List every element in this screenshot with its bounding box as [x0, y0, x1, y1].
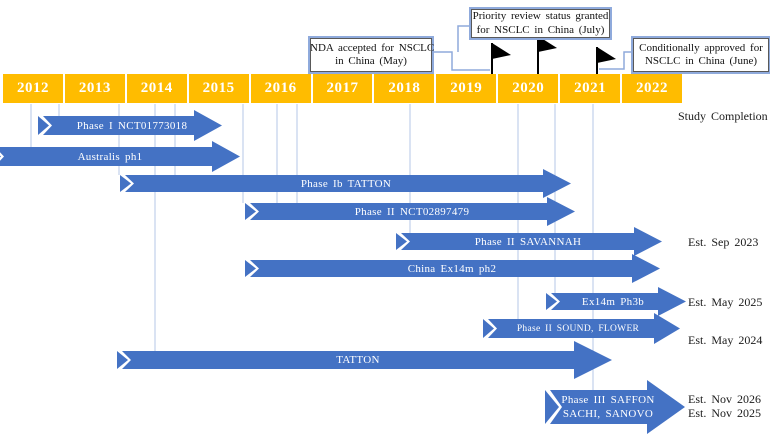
completion-phase3-line2: Est. Nov 2025 — [688, 406, 761, 420]
year-tick: 2013 — [64, 74, 125, 103]
bar-label-tatton: TATTON — [336, 354, 380, 366]
callout-connectors — [430, 25, 631, 71]
gantt-bars — [0, 110, 686, 434]
year-tick: 2021 — [560, 74, 621, 103]
year-tick: 2018 — [374, 74, 435, 103]
bar-phase1-nct01773018 — [38, 110, 222, 141]
bar-label-sound-flower: Phase II SOUND, FLOWER — [516, 324, 640, 334]
bar-label-phase2-nct: Phase II NCT02897479 — [354, 206, 470, 218]
year-tick: 2015 — [188, 74, 249, 103]
connector-conditional — [599, 51, 631, 70]
callout-text: for NSCLC in China (July) — [476, 23, 605, 36]
year-tick: 2017 — [312, 74, 373, 103]
bar-phase2-sound-flower — [483, 313, 680, 344]
year-tick: 2016 — [250, 74, 311, 103]
year-tick: 2012 — [3, 74, 63, 103]
milestone-flags — [491, 36, 616, 74]
bar-australis-ph1 — [0, 141, 240, 172]
bar-phase2-savannah — [396, 227, 662, 256]
bar-label-phase3-line2: SACHI, SANOVO — [562, 408, 654, 420]
callout-text: NDA accepted for NSCLC — [310, 41, 435, 54]
completion-savannah: Est. Sep 2023 — [688, 235, 759, 249]
callout-conditional-approval: Conditionally approved for NSCLC in Chin… — [631, 36, 770, 74]
flag-priority-icon — [537, 36, 557, 74]
completion-sound-flower: Est. May 2024 — [688, 333, 763, 347]
bar-ex14m-ph3b — [546, 287, 686, 316]
callout-text: Priority review status granted — [472, 10, 609, 22]
year-tick: 2022 — [622, 74, 682, 103]
callout-text: Conditionally approved for — [639, 41, 763, 54]
year-tick: 2019 — [436, 74, 497, 103]
callout-nda: NDA accepted for NSCLC in China (May) — [308, 36, 434, 74]
connector-priority — [457, 25, 469, 52]
completion-phase3-line1: Est. Nov 2026 — [688, 392, 761, 406]
bar-label-australis: Australis ph1 — [77, 151, 143, 163]
flag-conditional-icon — [596, 47, 616, 74]
bar-label-savannah: Phase II SAVANNAH — [474, 236, 582, 248]
bar-phase1b-tatton — [120, 169, 571, 198]
year-axis: 2012 2013 2014 2015 2016 2017 2018 2019 … — [3, 74, 682, 103]
callout-text: in China (May) — [335, 55, 407, 67]
callout-priority-review: Priority review status granted for NSCLC… — [469, 7, 612, 40]
bar-label-china-ex14m: China Ex14m ph2 — [407, 263, 497, 275]
right-column-header: Study Completion — [678, 109, 768, 123]
bar-label-phase3-line1: Phase III SAFFON — [561, 394, 655, 406]
bar-label-phase1b-tatton: Phase Ib TATTON — [300, 178, 392, 190]
bar-china-ex14m-ph2 — [245, 254, 660, 283]
connector-nda — [430, 51, 490, 71]
year-tick: 2020 — [498, 74, 559, 103]
bar-phase2-nct02897479 — [245, 197, 575, 226]
bar-label-ex14m-ph3b: Ex14m Ph3b — [581, 296, 645, 308]
event-gridlines — [30, 104, 594, 390]
year-tick: 2014 — [126, 74, 187, 103]
callout-text: NSCLC in China (June) — [644, 55, 758, 67]
flag-nda-icon — [491, 43, 511, 74]
completion-ex14m-ph3b: Est. May 2025 — [688, 295, 763, 309]
bar-tatton — [117, 341, 612, 379]
bar-phase3-saffon-sachi-sanovo — [545, 380, 685, 434]
bar-label-phase1: Phase I NCT01773018 — [76, 120, 188, 132]
